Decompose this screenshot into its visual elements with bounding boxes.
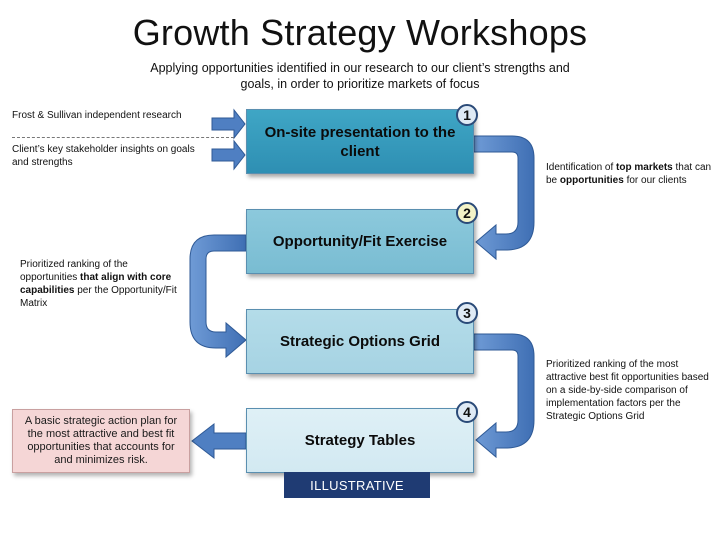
note-core-capabilities: Prioritized ranking of the opportunities… (20, 259, 177, 309)
note-best-fit: Prioritized ranking of the most attracti… (546, 359, 709, 422)
input-label-insights: Client’s key stakeholder insights on goa… (12, 144, 195, 168)
note-top-markets: Identification of top markets that can b… (546, 162, 712, 186)
step-label: Strategic Options Grid (279, 333, 441, 350)
connector-1-2 (473, 135, 535, 261)
step-strategy-tables: Strategy Tables (246, 408, 474, 473)
step-opportunity-fit: Opportunity/Fit Exercise (246, 209, 474, 274)
input-arrow-research (211, 108, 246, 140)
connector-2-3 (189, 234, 247, 359)
output-arrow (191, 422, 247, 460)
step-number-badge: 3 (456, 302, 478, 324)
output-action-plan: A basic strategic action plan for the mo… (12, 409, 190, 473)
page-subtitle: Applying opportunities identified in our… (150, 61, 570, 91)
output-text: A basic strategic action plan for the mo… (24, 415, 178, 466)
connector-3-4 (473, 333, 535, 459)
step-number-badge: 2 (456, 202, 478, 224)
step-label: Opportunity/Fit Exercise (272, 233, 448, 250)
input-label-research: Frost & Sullivan independent research (12, 110, 182, 121)
input-divider (12, 137, 234, 138)
step-label: On-site presentation to the client (264, 123, 456, 160)
page-title: Growth Strategy Workshops (132, 12, 588, 53)
input-arrow-insights (211, 139, 246, 171)
step-number-badge: 1 (456, 104, 478, 126)
step-label: Strategy Tables (304, 432, 416, 449)
step-strategic-options: Strategic Options Grid (246, 309, 474, 374)
step-onsite-presentation: On-site presentation to the client (246, 109, 474, 174)
step-number-badge: 4 (456, 401, 478, 423)
illustrative-tag: ILLUSTRATIVE (284, 472, 430, 498)
